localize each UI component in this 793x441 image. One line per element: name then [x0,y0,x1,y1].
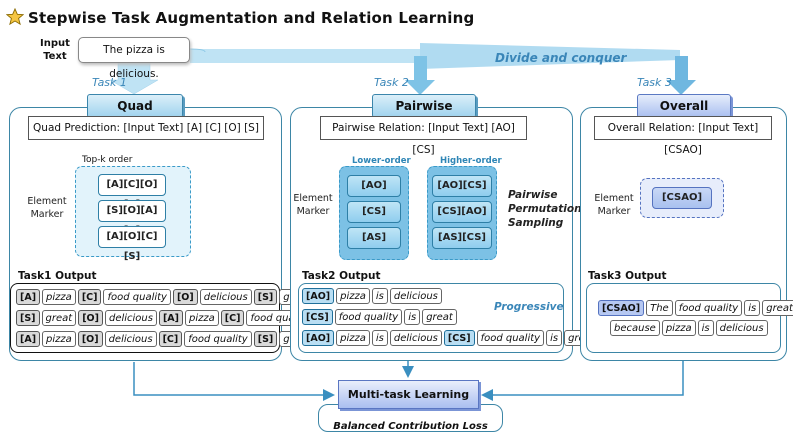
task3-marker: [CSAO] [652,187,712,209]
task1-output-row: [A]pizza[C]food quality[O]delicious[S]gr… [16,289,314,305]
element-tag: [A] [158,310,184,326]
task2-prompt: Pairwise Relation: [Input Text] [AO] [CS… [320,116,527,156]
output-token: pizza [336,288,370,304]
task1-tab: Quad Prediction [87,94,183,135]
task2-label: Task 2 [374,76,409,89]
multi-task-learning-box: Multi-task Learning [338,380,479,409]
element-tag: [A] [16,289,41,305]
progressive-label: Progressive [494,301,564,313]
output-token: pizza [42,289,76,305]
task1-prompt: Quad Prediction: [Input Text] [A] [C] [O… [28,116,264,140]
page-title: Stepwise Task Augmentation and Relation … [28,9,475,27]
output-token: is [404,309,421,325]
higher-order-2: [CS][AO] [432,201,492,223]
output-token: is [546,330,563,346]
element-tag: [AO] [302,330,335,346]
element-tag: [C] [158,331,183,347]
output-token: pizza [336,330,370,346]
output-token: great [762,300,793,316]
task1-order-2: [S][O][A][C] [98,200,166,236]
task1-output-row: [A]pizza[O]delicious[C]food quality[S]gr… [16,331,314,347]
higher-order-label: Higher-order [440,156,502,166]
output-token: delicious [715,320,768,336]
task3-output-box [586,283,781,353]
element-tag: [S] [16,310,40,326]
lower-order-2: [CS] [347,201,401,223]
element-tag: [AO] [302,288,335,304]
element-tag: [O] [77,331,103,347]
lower-order-3: [AS] [347,227,401,249]
output-token: food quality [334,309,403,325]
element-tag: [A] [16,331,41,347]
output-token: food quality [184,331,252,347]
output-token: great [422,309,457,325]
output-token: is [371,330,388,346]
output-token: food quality [674,300,743,316]
output-token: is [744,300,761,316]
element-tag: [O] [78,310,103,326]
output-token: delicious [389,288,442,304]
task1-order-1: [A][C][O][S] [98,174,166,210]
output-token: delicious [104,310,157,326]
topk-label: Top-k order [82,155,133,165]
task3-label: Task 3 [637,76,672,89]
output-token: is [371,288,388,304]
element-tag: [S] [253,289,278,305]
output-token: is [697,320,714,336]
input-text-label: Input Text [40,38,70,62]
element-tag: [C] [77,289,102,305]
task1-output-label: Task1 Output [18,270,97,282]
output-token: delicious [389,330,442,346]
star-icon [6,8,24,26]
element-tag: [CS] [302,309,333,325]
lower-order-1: [AO] [347,175,401,197]
output-token: pizza [42,331,76,347]
output-token: great [41,310,77,326]
lower-order-label: Lower-order [352,156,411,166]
output-token: The [646,300,673,316]
task3-output-label: Task3 Output [588,270,667,282]
task2-output-label: Task2 Output [302,270,381,282]
element-tag: [O] [172,289,198,305]
pairwise-permutation-note: Pairwise Permutation Sampling [508,189,582,229]
input-text-box: The pizza is delicious. [78,37,190,80]
output-token: pizza [185,310,219,326]
task3-prompt: Overall Relation: [Input Text] [CSAO] [594,116,772,156]
task3-element-marker-label: Element Marker [594,193,634,217]
task1-label: Task 1 [92,76,127,89]
element-tag: [CS] [443,330,475,346]
output-token: food quality [476,330,545,346]
output-token: delicious [199,289,252,305]
task1-element-marker-label: Element Marker [27,196,67,220]
task2-element-marker-label: Element Marker [293,193,333,217]
higher-order-1: [AO][CS] [432,175,492,197]
output-token: pizza [661,320,696,336]
output-token: delicious [104,331,157,347]
element-tag: [S] [253,331,278,347]
element-tag: [CSAO] [598,300,645,316]
task1-output-row: [S]great[O]delicious[A]pizza[C]food qual… [16,310,314,326]
divide-and-conquer-label: Divide and conquer [495,51,627,65]
output-token: food quality [103,289,171,305]
higher-order-3: [AS][CS] [432,227,492,249]
task1-order-3: [A][O][C][S] [98,226,166,262]
task2-tab: Pairwise Relation [372,94,476,135]
task3-tab: Overall Relation [637,94,731,135]
element-tag: [C] [220,310,245,326]
output-token: because [610,320,660,336]
